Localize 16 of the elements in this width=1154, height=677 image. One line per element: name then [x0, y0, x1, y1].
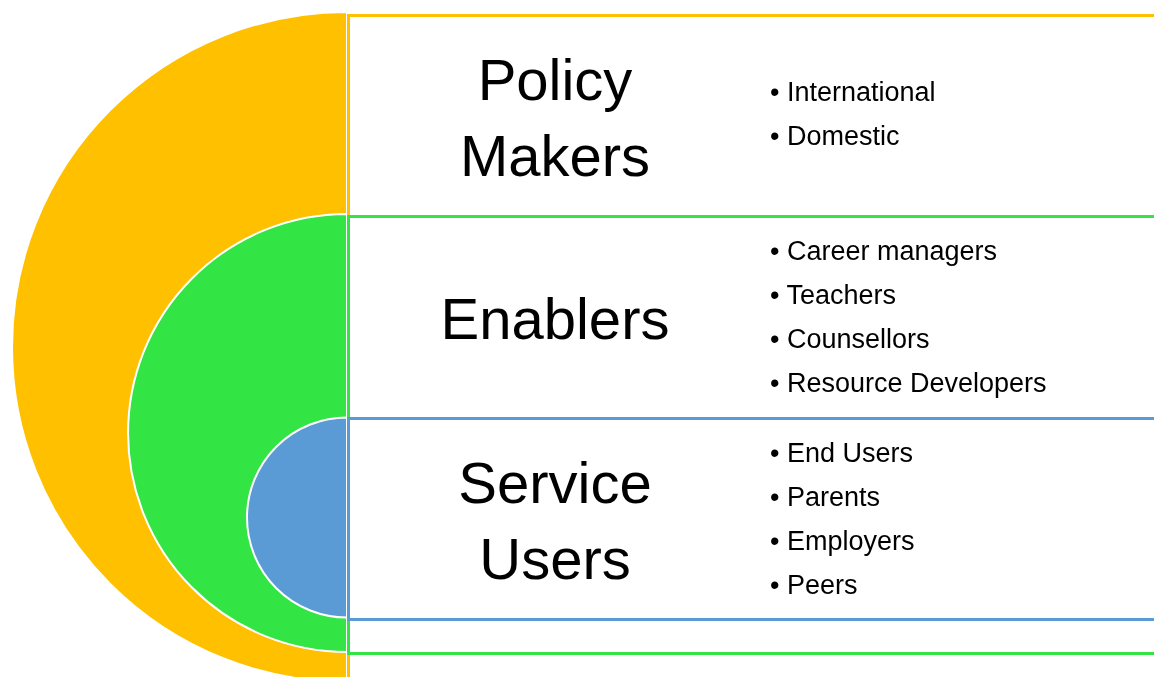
tier-band [347, 215, 1154, 655]
tier-heading: Service Users [457, 448, 653, 593]
tier-band [347, 417, 1154, 621]
bullet-item: • Career managers [770, 235, 999, 268]
tier-heading: Enablers [439, 285, 671, 353]
bullet-item: • Parents [770, 481, 881, 514]
bullet-item: • Resource Developers [770, 367, 1047, 400]
tier-band [347, 14, 1154, 677]
bullet-item: • Teachers [770, 279, 898, 312]
tier-heading: Policy Makers [458, 45, 652, 190]
bullet-item: • Counsellors [770, 323, 931, 356]
bullet-item: • End Users [770, 437, 914, 470]
bullet-item: • Domestic [770, 119, 901, 153]
bullet-item: • Employers [770, 525, 915, 558]
bullet-item: • International [770, 75, 936, 109]
bullet-item: • Peers [770, 569, 859, 602]
